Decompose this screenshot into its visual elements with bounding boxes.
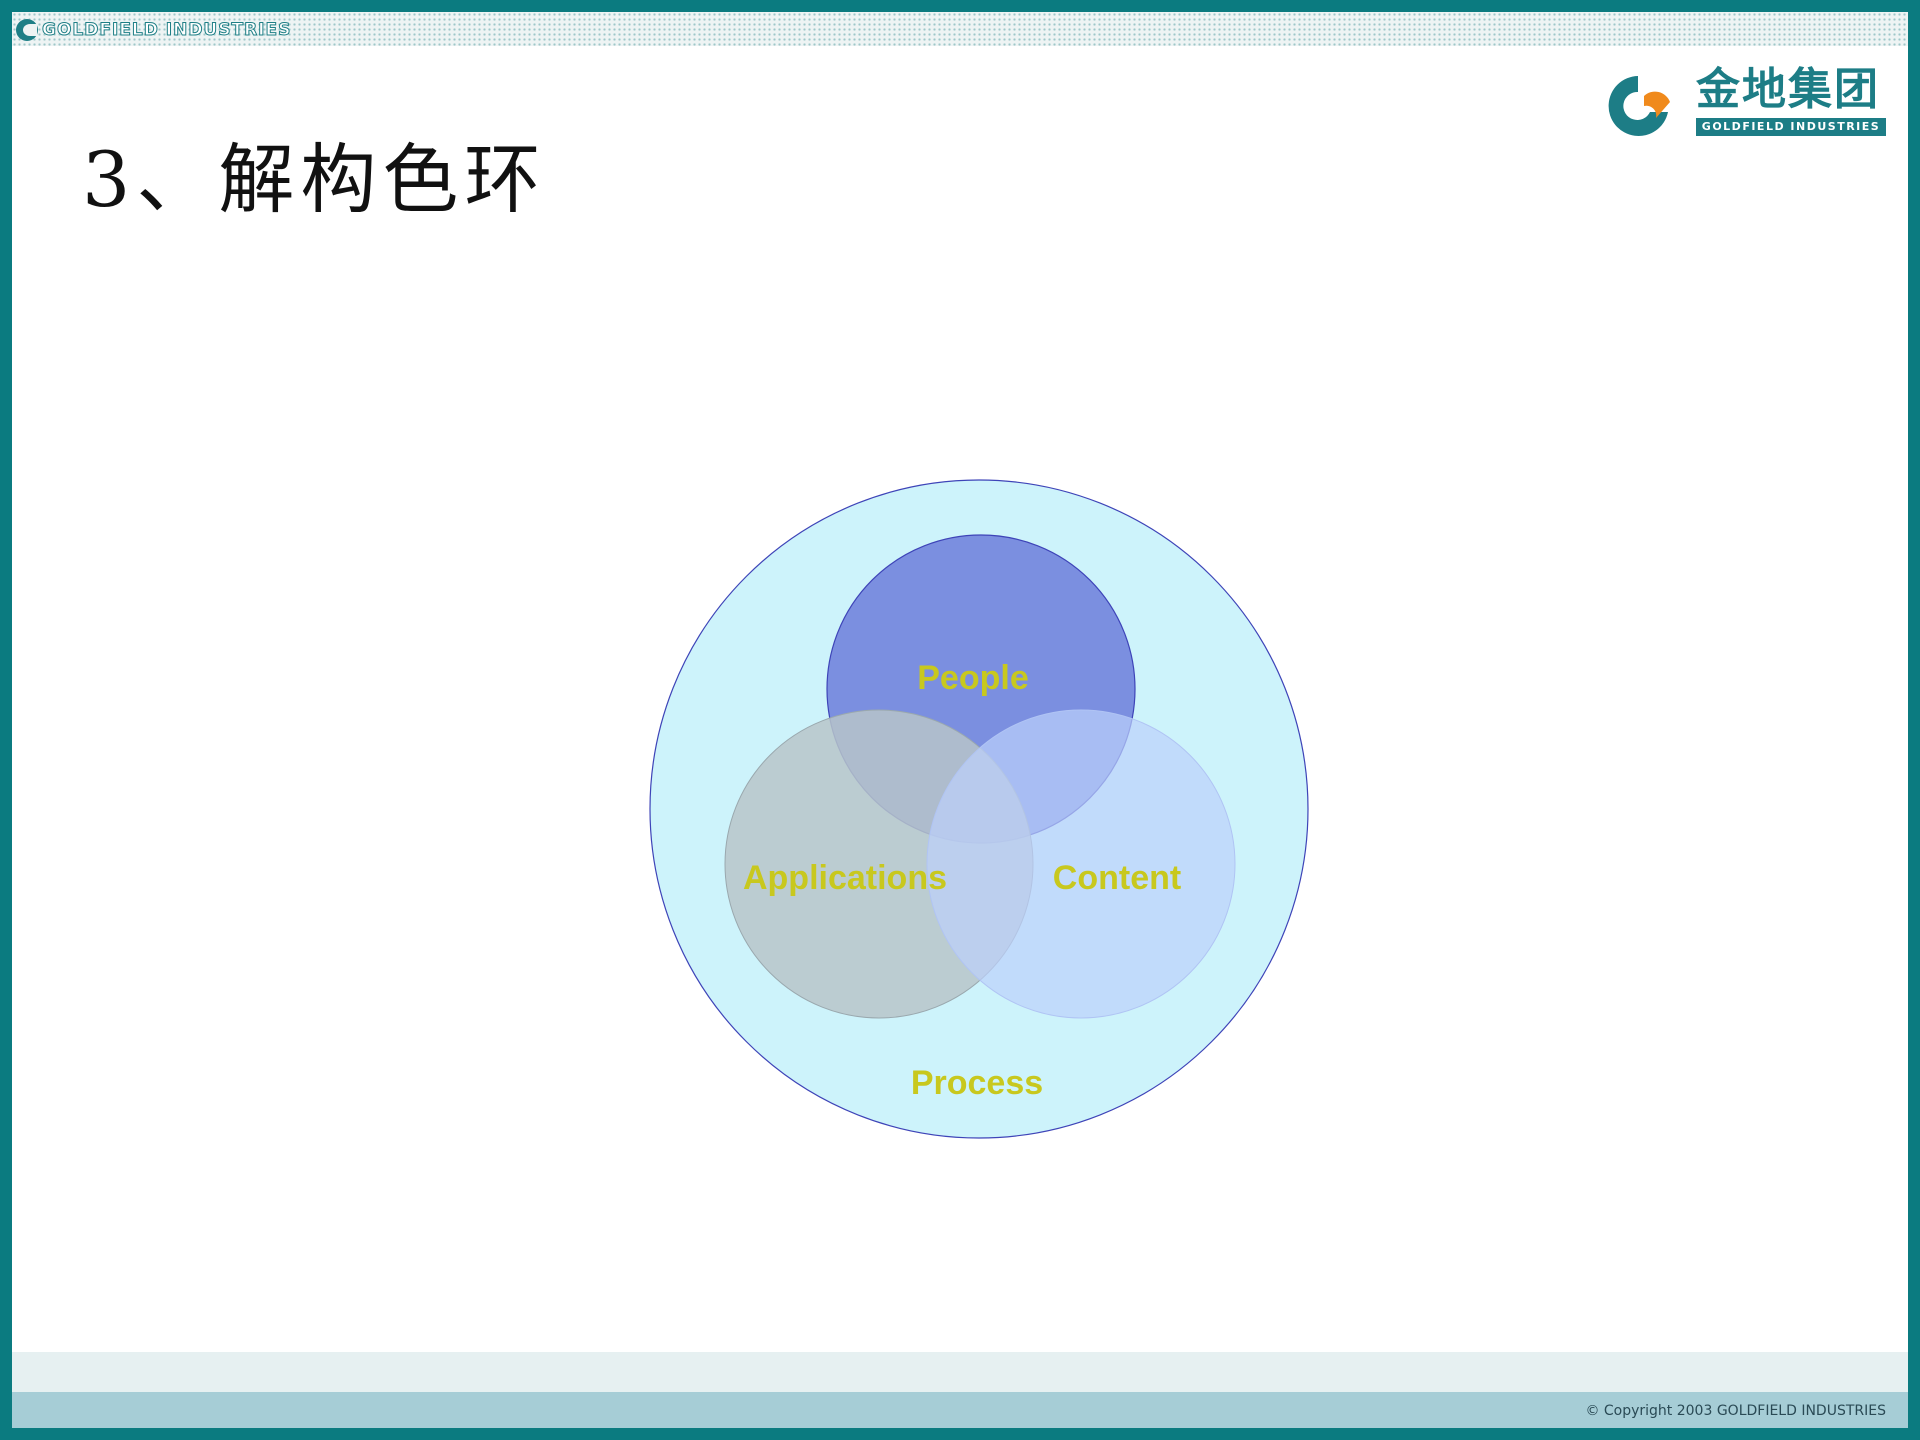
top-bar: GOLDFIELD INDUSTRIES	[12, 12, 1908, 46]
footer-band-light	[12, 1352, 1908, 1392]
brand-logo: 金地集团 GOLDFIELD INDUSTRIES	[1600, 62, 1890, 142]
label-applications: Applications	[743, 859, 947, 897]
page-title: 3、解构色环	[82, 135, 547, 224]
brand-english-name: GOLDFIELD INDUSTRIES	[1696, 118, 1886, 136]
copyright-text: © Copyright 2003 GOLDFIELD INDUSTRIES	[1585, 1403, 1886, 1419]
circle-content	[926, 709, 1236, 1019]
footer-band	[12, 1392, 1908, 1428]
label-process: Process	[911, 1064, 1043, 1102]
top-logo: GOLDFIELD INDUSTRIES	[16, 18, 291, 42]
label-content: Content	[1053, 859, 1181, 897]
top-logo-text: GOLDFIELD INDUSTRIES	[41, 20, 292, 41]
slide: GOLDFIELD INDUSTRIES 金地集团 GOLDFIELD INDU…	[12, 12, 1908, 1428]
label-people: People	[917, 659, 1028, 697]
brand-logo-icon	[1608, 76, 1670, 136]
venn-diagram: People Applications Content Process	[649, 479, 1309, 1139]
brand-chinese-name: 金地集团	[1696, 64, 1880, 115]
goldfield-logo-icon	[16, 19, 38, 41]
